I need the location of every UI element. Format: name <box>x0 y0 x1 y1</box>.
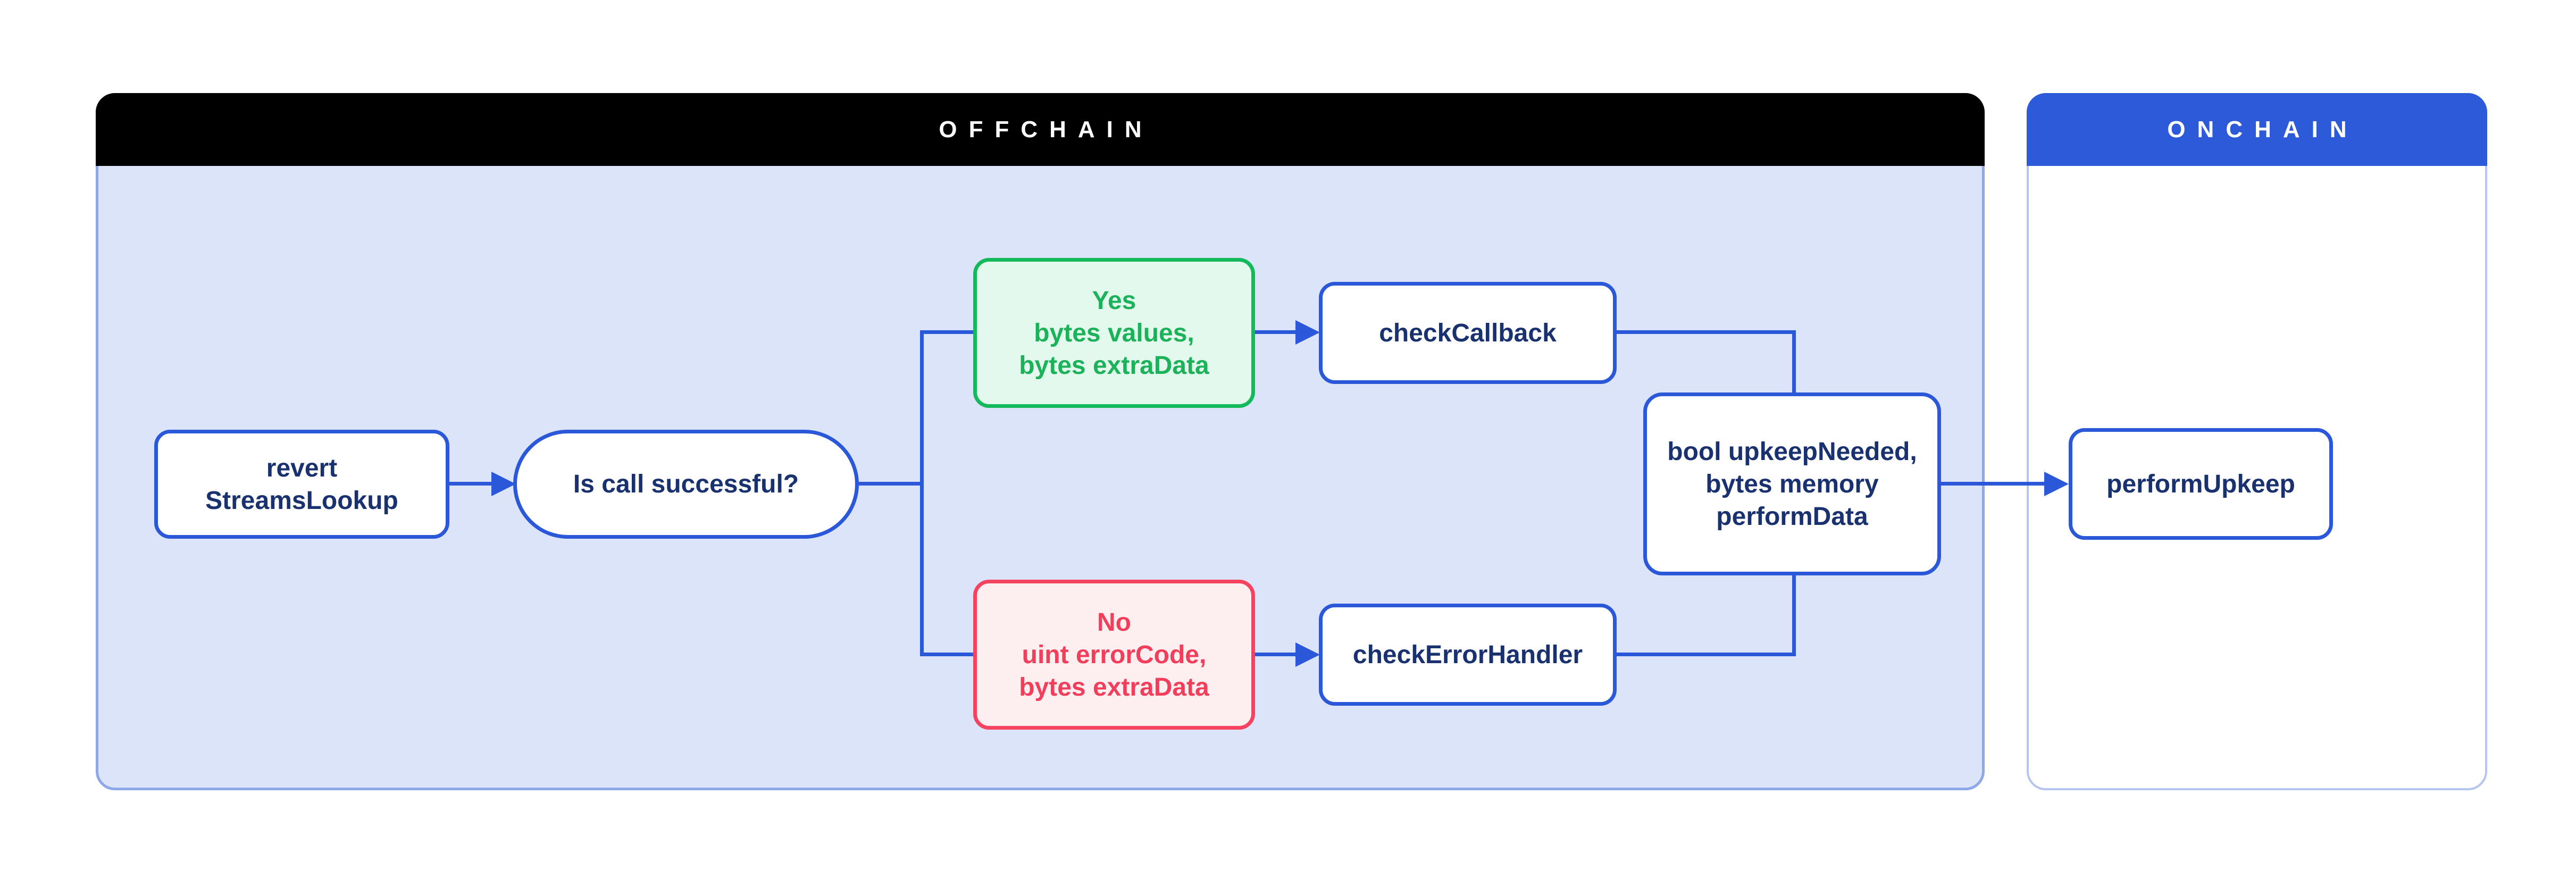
onchain-title: ONCHAIN <box>2167 116 2358 143</box>
onchain-header: ONCHAIN <box>2027 93 2487 166</box>
node-yes-branch: Yes bytes values, bytes extraData <box>973 258 1255 408</box>
node-check-error-handler: checkErrorHandler <box>1319 604 1617 706</box>
connector-yes-to-checkcallback <box>1255 330 1298 334</box>
connector-result-to-performupkeep <box>1941 482 2046 486</box>
connector-checkerrorhandler-right <box>1617 653 1796 656</box>
offchain-title: OFFCHAIN <box>939 116 1153 143</box>
connector-branch-vertical <box>920 330 924 656</box>
arrowhead-into-checkcallback <box>1295 320 1320 345</box>
arrowhead-into-decision <box>491 472 516 496</box>
connector-no-to-checkerrorhandler <box>1255 653 1298 656</box>
node-upkeep-result: bool upkeepNeeded, bytes memory performD… <box>1643 392 1941 575</box>
offchain-header: OFFCHAIN <box>96 93 1985 166</box>
node-is-call-successful: Is call successful? <box>513 430 859 539</box>
connector-decision-to-junction <box>859 482 924 486</box>
node-perform-upkeep: performUpkeep <box>2069 428 2333 540</box>
connector-revert-to-decision <box>449 482 494 486</box>
node-no-branch: No uint errorCode, bytes extraData <box>973 580 1255 730</box>
connector-checkcallback-right <box>1617 330 1796 334</box>
arrowhead-into-performupkeep <box>2044 472 2069 496</box>
connector-checkcallback-down <box>1792 330 1796 397</box>
connector-checkerrorhandler-up <box>1792 572 1796 656</box>
connector-junction-to-yes <box>920 330 975 334</box>
node-revert-streamslookup: revert StreamsLookup <box>154 430 449 539</box>
arrowhead-into-checkerrorhandler <box>1295 642 1320 667</box>
node-check-callback: checkCallback <box>1319 282 1617 384</box>
connector-junction-to-no <box>920 653 975 656</box>
